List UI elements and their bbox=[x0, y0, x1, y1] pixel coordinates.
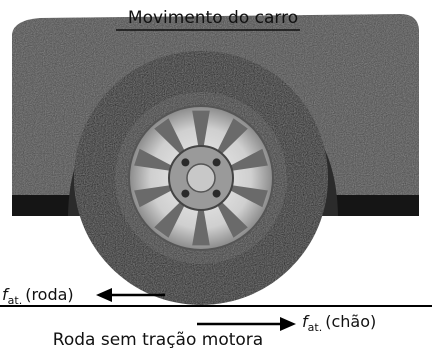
rim-spoke bbox=[154, 118, 186, 156]
rim-spoke bbox=[192, 110, 210, 149]
force-ground-text: (chão) bbox=[325, 312, 376, 331]
force-wheel-symbol: f bbox=[2, 285, 10, 304]
rim-spoke bbox=[228, 185, 268, 208]
rim-spokes bbox=[134, 110, 268, 246]
rim-spoke bbox=[154, 200, 186, 238]
rim-spoke bbox=[216, 200, 248, 238]
lug-nut bbox=[181, 189, 190, 198]
force-ground-arrow bbox=[197, 317, 296, 331]
lug-nut bbox=[212, 158, 221, 167]
rim-spoke bbox=[134, 185, 174, 208]
rim-spoke bbox=[216, 118, 248, 156]
force-ground-label: fat.(chão) bbox=[302, 312, 376, 334]
lug-nut bbox=[181, 158, 190, 167]
force-ground-subscript: at. bbox=[308, 321, 323, 334]
hub-center bbox=[186, 163, 216, 193]
rim-spoke bbox=[192, 207, 210, 246]
diagram-title: Movimento do carro bbox=[128, 8, 298, 28]
force-wheel-text: (roda) bbox=[25, 285, 73, 304]
force-wheel-subscript: at. bbox=[8, 294, 23, 307]
force-wheel-arrow bbox=[96, 288, 165, 302]
rim-spoke bbox=[228, 148, 268, 171]
lug-nut bbox=[212, 189, 221, 198]
lug-nuts bbox=[181, 158, 221, 198]
force-wheel-label: fat.(roda) bbox=[2, 285, 74, 307]
force-ground-symbol: f bbox=[302, 312, 310, 331]
rim-spoke bbox=[134, 148, 174, 171]
diagram-caption: Roda sem tração motora bbox=[53, 330, 263, 350]
